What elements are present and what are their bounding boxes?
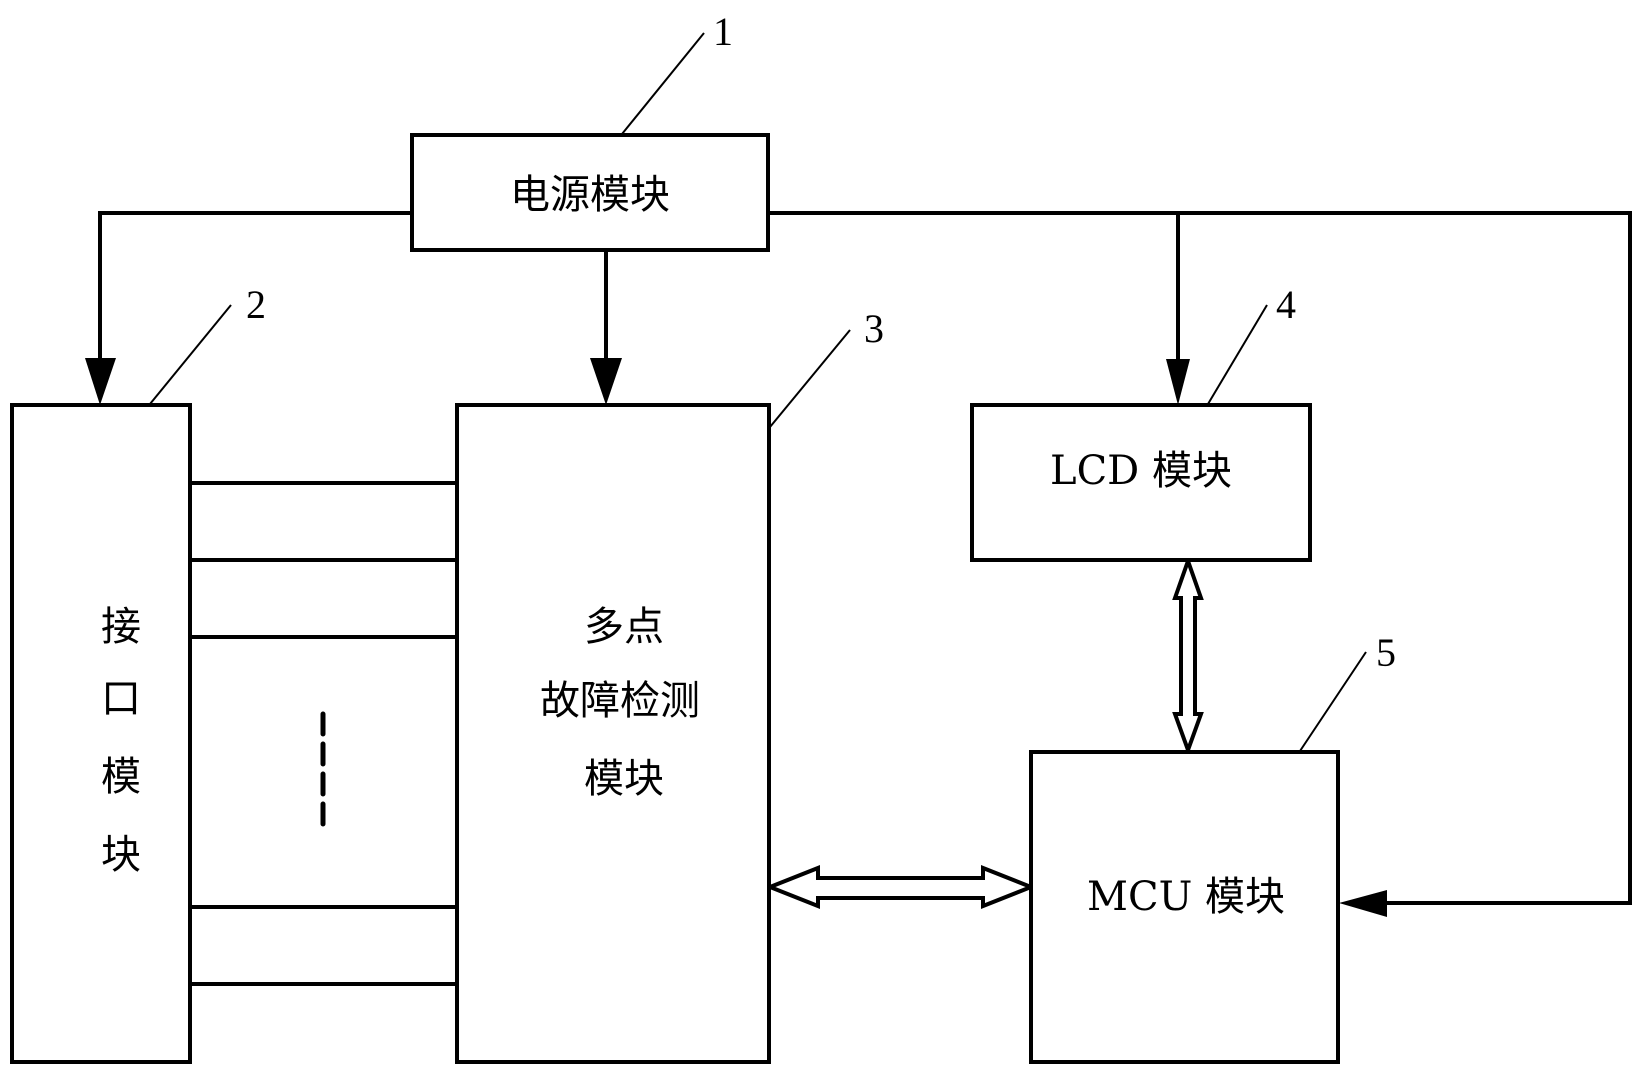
detect-module-label-line: 故障检测 [540,678,700,724]
power-module-label: 电源模块 [510,172,670,218]
lcd-module-ref: 4 [1276,282,1296,327]
interface-module: 接 口 模 块 2 [10,282,266,1064]
detect-module-label-line: 多点 [584,604,664,650]
lcd-mcu-bus-arrow [1172,554,1204,756]
mcu-module-box [1029,750,1340,1064]
power-module-leader [621,32,705,135]
mcu-module-label: MCU 模块 [1087,874,1285,920]
power-to-mcu-arrowhead [1339,890,1387,917]
detect-module-ref: 3 [864,306,884,351]
power-module-ref: 1 [713,9,733,54]
mcu-module-leader [1299,651,1367,752]
interface-module-char: 接 [101,604,141,650]
power-to-interface-arrowhead [85,358,116,405]
power-module-box [410,133,770,252]
interface-module-char: 模 [101,754,141,800]
interface-module-char: 块 [101,832,141,878]
power-module: 电源模块 1 [410,9,770,252]
power-to-lcd-arrowhead [1166,359,1190,405]
mcu-module-ref: 5 [1376,630,1396,675]
lcd-module: LCD 模块 4 [970,282,1312,562]
detect-module-label-line: 模块 [584,756,664,802]
lcd-module-leader [1207,304,1268,405]
lcd-module-label: LCD 模块 [1050,448,1232,494]
interface-module-char: 口 [101,676,141,722]
detect-module-leader [769,329,851,428]
interface-module-leader [149,304,232,405]
interface-detect-lines [190,481,457,986]
interface-module-box [10,403,192,1064]
power-wires [85,211,1632,917]
interface-module-ref: 2 [246,282,266,327]
power-right-wire [768,211,1632,905]
detect-module-box [455,403,771,1064]
lcd-module-box [970,403,1312,562]
power-to-detect-arrowhead [590,358,622,405]
power-to-interface-wire [98,211,412,360]
mcu-module: MCU 模块 5 [1029,630,1396,1064]
detect-module: 多点 故障检测 模块 3 [455,306,884,1064]
detect-mcu-bus-arrow [764,865,1037,909]
